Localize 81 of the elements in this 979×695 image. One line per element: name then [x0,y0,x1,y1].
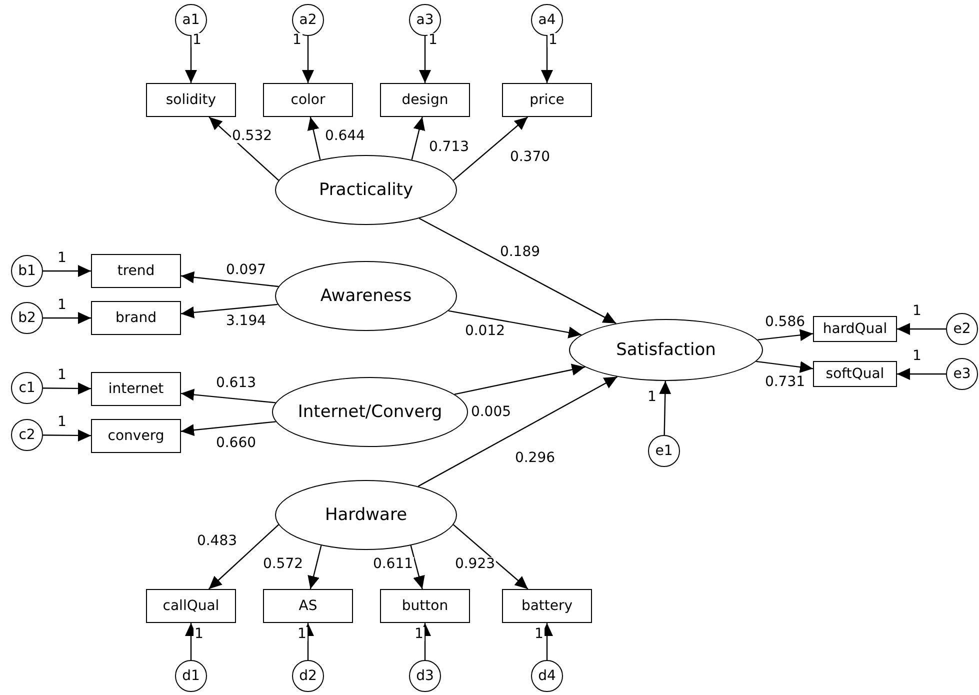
arrow [43,429,91,442]
observed-variable-box: battery [502,589,592,623]
edge-label: 0.097 [224,263,268,277]
edge-label: 1 [646,390,658,404]
edge-label: 1 [56,368,68,382]
arrow [541,36,553,83]
observed-variable-box: color [263,83,353,117]
observed-variable-box: solidity [146,83,236,117]
observed-variable-box: hardQual [813,316,897,342]
arrow [897,368,946,380]
edge-label: 1 [414,627,424,641]
arrow [418,218,616,324]
edge-label: 1 [56,251,68,265]
edge-label: 0.005 [470,405,512,419]
edge-label: 1 [534,627,544,641]
edge-label: 1 [296,627,308,641]
edge-label: 1 [194,627,204,641]
edge-label: 0.613 [214,376,258,390]
arrow [453,524,528,590]
arrow [180,304,278,318]
edge-label: 1 [548,33,558,47]
edge-label: 0.012 [464,324,506,338]
observed-variable-box: trend [91,254,181,288]
edge-label: 1 [428,33,438,47]
arrow [185,36,197,83]
latent-variable-ellipse: Internet/Converg [272,377,468,447]
arrow [43,265,91,277]
arrow [448,310,582,338]
arrow [180,271,278,288]
latent-variable-ellipse: Awareness [275,261,457,331]
observed-variable-box: softQual [813,361,897,387]
arrow [43,382,91,394]
arrow [454,364,585,395]
observed-variable-box: brand [91,301,181,335]
observed-variable-box: price [502,83,592,117]
edge-label: 0.923 [454,557,496,571]
arrow [418,376,618,487]
observed-variable-box: button [380,589,470,623]
arrow [208,116,279,181]
edge-label: 0.532 [230,129,274,143]
arrow [758,329,814,342]
arrow [411,116,426,160]
edge-label: 3.194 [224,314,268,328]
observed-variable-box: design [380,83,470,117]
arrow [180,388,276,404]
latent-variable-ellipse: Satisfaction [569,319,763,381]
edge-label: 0.611 [372,557,414,571]
arrow [180,421,276,436]
edge-label: 0.370 [508,150,552,164]
edge-label: 0.586 [764,315,806,329]
edge-label: 0.731 [764,375,806,389]
edge-label: 1 [192,33,202,47]
arrow [897,323,946,335]
edge-label: 1 [56,298,68,312]
arrow [307,116,321,160]
edge-label: 0.483 [196,534,238,548]
edge-label: 0.660 [214,436,258,450]
arrow [308,545,322,590]
edge-label: 0.189 [498,245,542,259]
observed-variable-box: internet [91,372,181,406]
edge-label: 1 [912,304,922,318]
observed-variable-box: AS [263,589,353,623]
arrow [208,524,279,590]
edge-label: 0.644 [324,129,366,143]
observed-variable-box: converg [91,419,181,453]
observed-variable-box: callQual [146,589,236,623]
arrow [756,360,814,373]
edge-label: 0.713 [428,140,470,154]
arrow [659,380,672,436]
arrow [453,116,528,181]
edge-label: 0.296 [514,451,556,465]
edge-label: 1 [912,349,922,363]
edge-label: 1 [56,415,68,429]
arrow [410,545,425,590]
latent-variable-ellipse: Hardware [275,480,457,550]
edge-label: 0.572 [262,557,304,571]
arrow [419,36,431,83]
edge-label: 1 [292,33,302,47]
arrow [43,312,91,324]
arrow [302,36,314,83]
latent-variable-ellipse: Practicality [275,155,457,225]
